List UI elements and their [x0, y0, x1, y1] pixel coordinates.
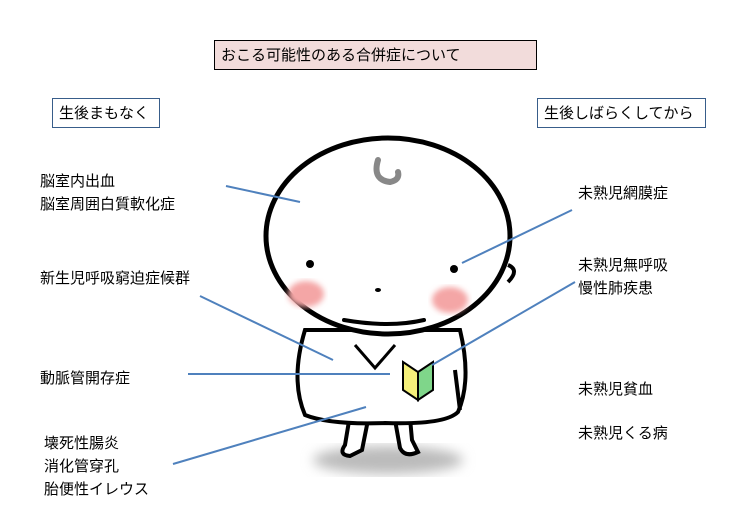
- hair-curl: [373, 157, 402, 186]
- cheek-right: [432, 287, 468, 313]
- head: [263, 135, 513, 337]
- label-lung: 未熟児無呼吸 慢性肺疾患: [578, 256, 669, 297]
- page-title: おこる可能性のある合併症について: [214, 40, 537, 70]
- label-rickets: 未熟児くる病: [578, 424, 668, 442]
- mouth: [342, 318, 426, 326]
- nose: [375, 288, 381, 292]
- hand-right: [453, 369, 462, 411]
- eye-right: [450, 265, 458, 273]
- label-pda: 動脈管開存症: [40, 369, 131, 387]
- label-rop: 未熟児網膜症: [578, 184, 669, 202]
- section-early: 生後まもなく: [52, 98, 160, 128]
- label-anemia: 未熟児貧血: [578, 380, 654, 398]
- eye-left: [306, 260, 314, 268]
- body: [295, 328, 468, 426]
- section-later: 生後しばらくしてから: [537, 98, 706, 128]
- shadow: [313, 446, 463, 474]
- cheek-left: [288, 281, 324, 307]
- ear: [506, 263, 516, 284]
- beginner-mark-icon: [402, 360, 434, 402]
- label-rds: 新生児呼吸窮迫症候群: [40, 269, 191, 287]
- leader-lines: [172, 185, 576, 465]
- label-gut: 壊死性腸炎 消化管穿孔 胎便性イレウス: [44, 434, 150, 498]
- label-brain: 脳室内出血 脳室周囲白質軟化症: [40, 172, 176, 213]
- collar: [353, 344, 397, 371]
